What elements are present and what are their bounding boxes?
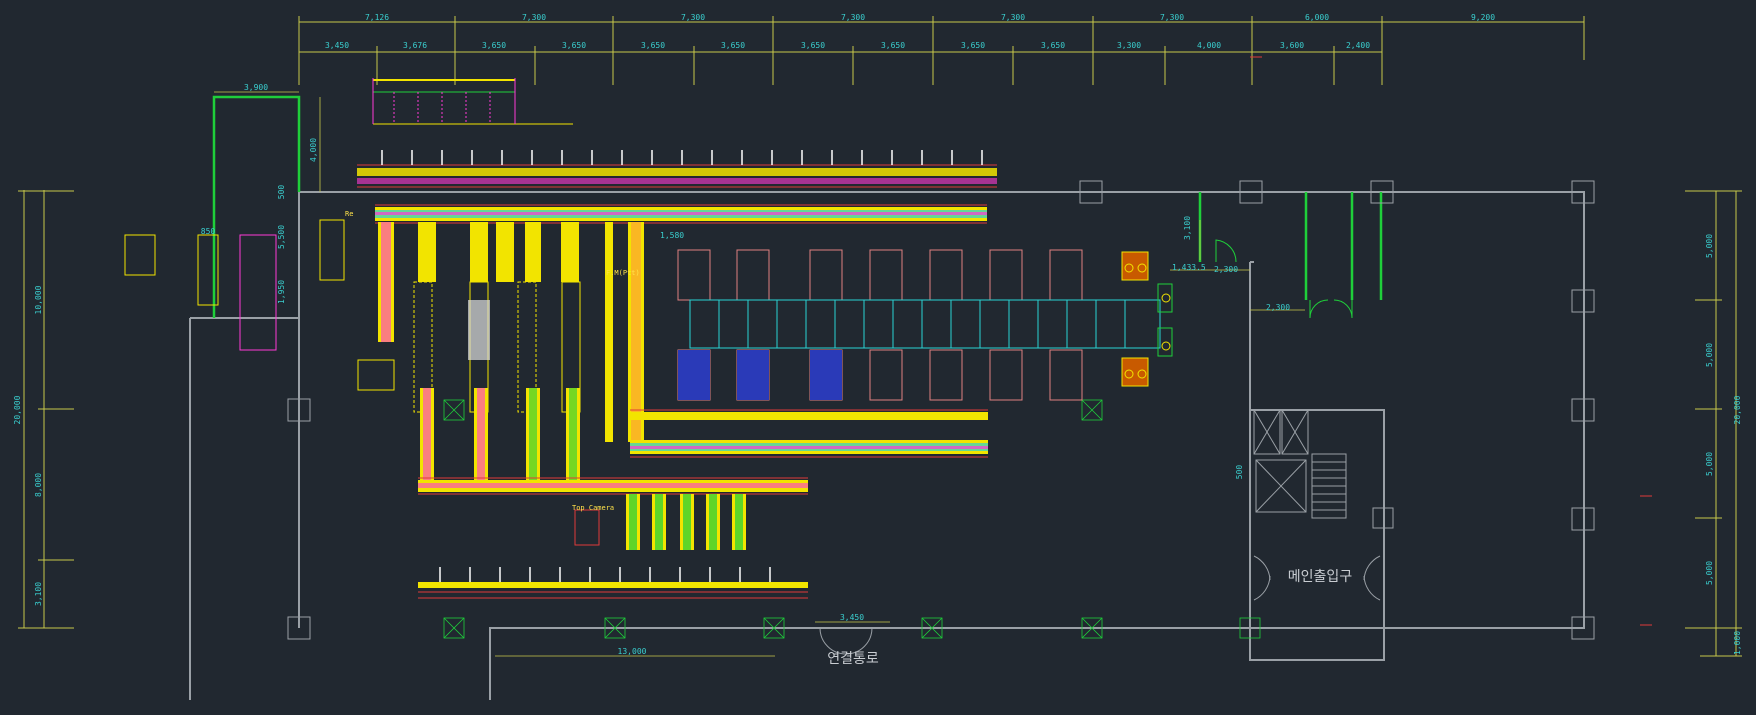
doors: [1215, 239, 1353, 319]
misc-dimensions: [214, 91, 1305, 657]
green-room-walls: [212, 95, 1383, 318]
dim-label: 3,650: [1041, 41, 1065, 50]
dim-label: 3,650: [801, 41, 825, 50]
dim-label: 3,650: [961, 41, 985, 50]
red-markers: [1250, 56, 1652, 626]
dim-label: 7,300: [681, 13, 705, 22]
top-camera-label: Top Camera: [572, 504, 614, 512]
dim-label: 9,200: [1471, 13, 1495, 22]
dim-label: 7,300: [1001, 13, 1025, 22]
dim-label: 5,500: [277, 225, 286, 249]
dim-label: 500: [1235, 465, 1244, 480]
lower-lanes: Top Camera: [572, 494, 746, 550]
bottom-main-line: [630, 409, 988, 458]
equipment-label-fm: F.M(Ptt): [606, 269, 640, 277]
cyan-aisle: [689, 299, 1161, 349]
dim-label: 4,000: [309, 138, 318, 162]
dim-label: 3,650: [721, 41, 745, 50]
dim-label: 2,300: [1214, 265, 1238, 274]
stair-elevator: [1253, 409, 1347, 519]
connection-passage-label: 연결통로: [827, 651, 879, 667]
dim-label: 5,000: [1705, 452, 1714, 476]
dim-label: 6,000: [1305, 13, 1329, 22]
dim-label: 3,600: [1280, 41, 1304, 50]
left-equipment: [124, 219, 395, 391]
dim-label: 7,126: [365, 13, 389, 22]
dim-label: 2,400: [1346, 41, 1370, 50]
dim-label: 10,000: [34, 285, 43, 314]
dim-label: 3,650: [881, 41, 905, 50]
dim-label: 3,100: [34, 582, 43, 606]
blue-pallets: [678, 350, 842, 400]
building-walls: [189, 191, 1585, 700]
dim-label: 5,000: [1705, 343, 1714, 367]
dim-label: 3,650: [562, 41, 586, 50]
dim-label: 3,300: [1117, 41, 1141, 50]
dim-label: 850: [201, 227, 216, 236]
main-entrance-label: 메인출입구: [1288, 569, 1353, 585]
dim-label: 3,650: [482, 41, 506, 50]
top-small-conveyor: [372, 78, 573, 125]
dim-label: 20,000: [13, 395, 22, 424]
bottom-conveyor: [418, 567, 808, 599]
dim-label: 3,100: [1183, 216, 1192, 240]
top-long-conveyor: [357, 150, 997, 188]
right-dimension-chain: [1685, 190, 1742, 657]
dim-label: 3,650: [641, 41, 665, 50]
dim-label: 1,950: [277, 280, 286, 304]
dim-label: 4,000: [1197, 41, 1221, 50]
dim-label: 20,000: [1733, 395, 1742, 424]
dim-label: 3,676: [403, 41, 427, 50]
left-process-lanes: [378, 222, 808, 495]
dim-label: 3,900: [244, 83, 268, 92]
dock-stations: [1121, 251, 1173, 387]
dim-label: 3,450: [840, 613, 864, 622]
top-dimension-labels-row1: 7,126 7,300 7,300 7,300 7,300 7,300 6,00…: [365, 13, 1495, 22]
dim-label: 8,000: [34, 473, 43, 497]
dim-label: 1,580: [660, 231, 684, 240]
entry-doors: [819, 555, 1381, 655]
dim-label: 7,300: [841, 13, 865, 22]
dim-label: 1,433.5: [1172, 263, 1206, 272]
top-dimension-labels-row2: 3,450 3,676 3,650 3,650 3,650 3,650 3,65…: [325, 41, 1370, 50]
dim-label: 2,300: [1266, 303, 1290, 312]
dim-label: 5,000: [1705, 234, 1714, 258]
dim-label: 1,000: [1733, 631, 1742, 655]
equipment-label-re: Re: [345, 210, 353, 218]
dim-label: 7,300: [1160, 13, 1184, 22]
dim-label: 13,000: [618, 647, 647, 656]
dim-label: 7,300: [522, 13, 546, 22]
dim-label: 500: [277, 185, 286, 200]
column-grid: [287, 180, 1595, 640]
dim-label: 5,000: [1705, 561, 1714, 585]
top-dimension-chain: [298, 16, 1585, 85]
column-grid-x: [443, 399, 1261, 639]
dim-label: 3,450: [325, 41, 349, 50]
main-top-line: [375, 204, 987, 224]
left-dimension-chain: [18, 190, 74, 629]
